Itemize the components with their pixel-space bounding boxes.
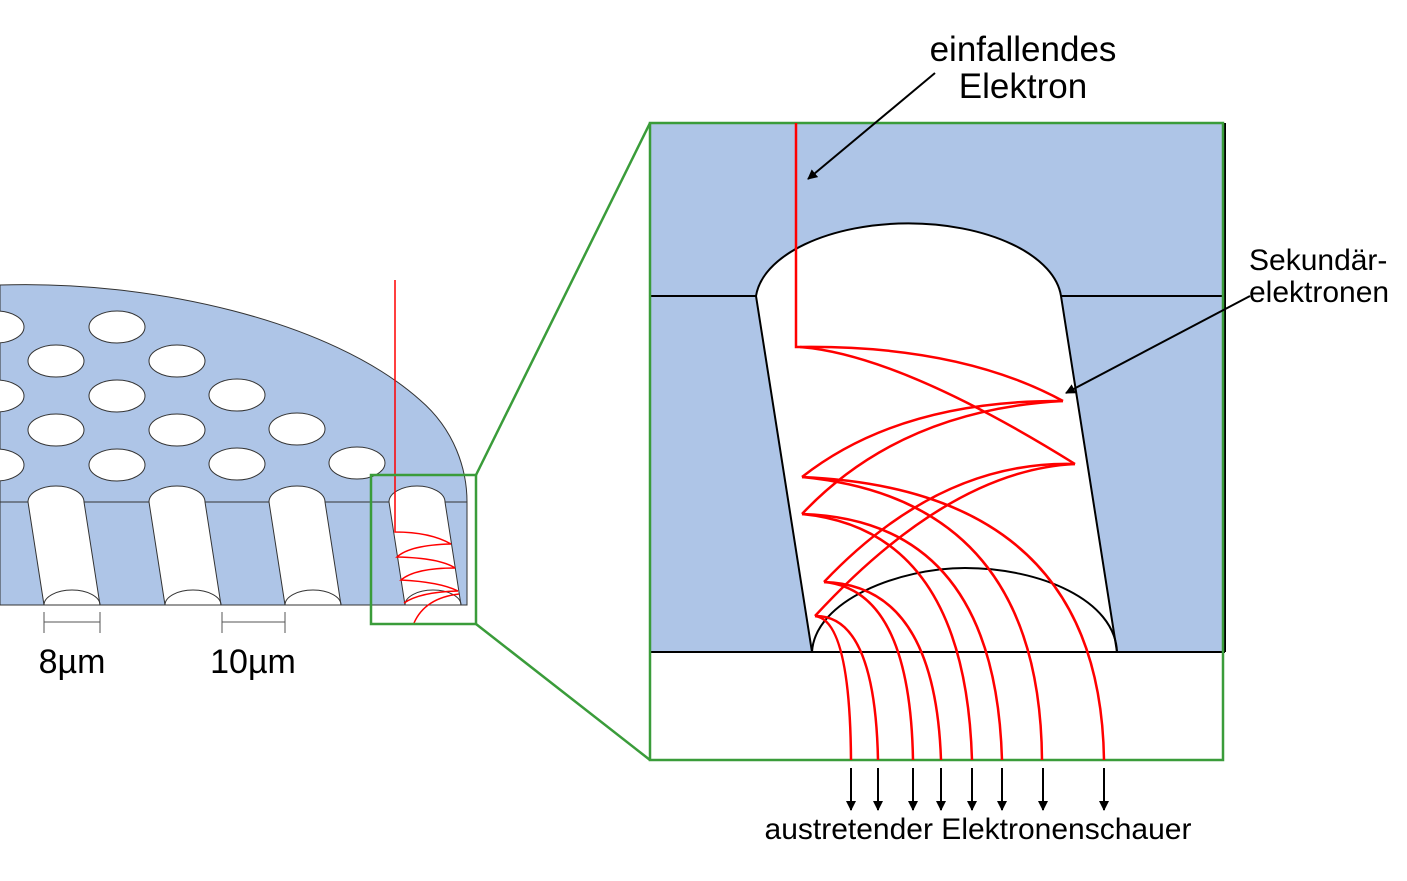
- pore-pitch-label: 10µm: [210, 643, 296, 681]
- incident-electron-label-2: Elektron: [959, 67, 1087, 106]
- output-shower-label: austretender Elektronenschauer: [765, 813, 1192, 846]
- zoom-indicator: [369, 122, 652, 761]
- incident-electron-label-1: einfallendes: [930, 30, 1117, 69]
- zoom-frame: [648, 121, 1225, 762]
- pore-openings: [0, 310, 386, 482]
- secondary-electrons-label-1: Sekundär-: [1249, 244, 1387, 277]
- secondary-electrons-label-2: elektronen: [1249, 276, 1389, 309]
- incident-arrow: [807, 72, 936, 180]
- channel-interior: [754, 222, 1119, 653]
- magnified-channel: [648, 72, 1251, 811]
- output-arrows: [846, 768, 1109, 811]
- electron-cascade: [794, 123, 1106, 761]
- dimension-marks: [43, 612, 286, 633]
- small-electron-path: [394, 280, 460, 624]
- secondary-arrow: [1065, 295, 1251, 394]
- pore-diameter-label: 8µm: [39, 643, 106, 681]
- plate-overview: 8µm 10µm: [0, 280, 468, 681]
